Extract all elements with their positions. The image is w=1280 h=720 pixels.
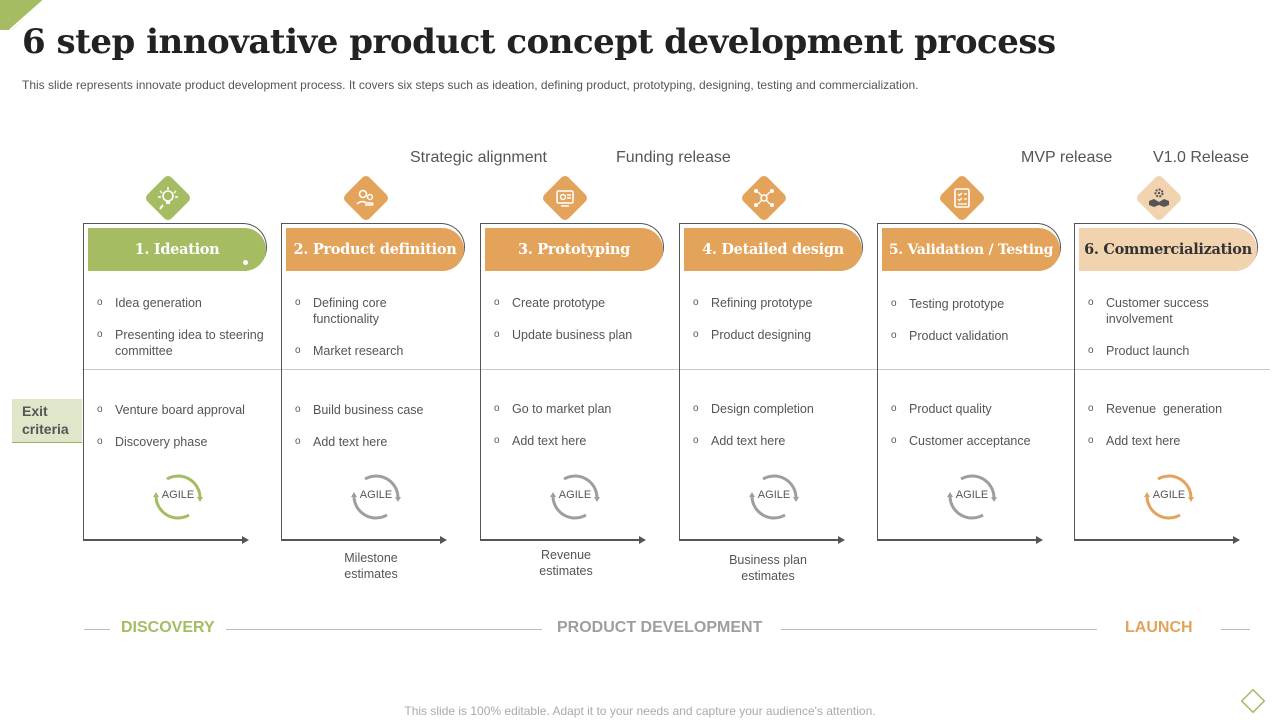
agile-label: AGILE: [1152, 489, 1186, 501]
phase-discovery: DISCOVERY: [121, 619, 215, 636]
milestone-label: Funding release: [616, 149, 731, 166]
idea-icon: [158, 187, 178, 210]
arrow: [877, 536, 1043, 544]
design-network-icon: [754, 189, 774, 207]
checklist-icon: [954, 188, 970, 208]
agile-cycle-icon: [749, 474, 799, 520]
phase-line: [226, 629, 542, 630]
agile-label: AGILE: [359, 489, 393, 501]
arrow: [679, 536, 845, 544]
step-banner: 3. Prototyping: [485, 228, 663, 271]
arrow: [83, 536, 249, 544]
page-title: 6 step innovative product concept develo…: [22, 22, 1056, 62]
agile-label: AGILE: [757, 489, 791, 501]
step-banner: 6. Commercialization: [1079, 228, 1257, 271]
prototype-icon: [556, 190, 574, 207]
page-subtitle: This slide represents innovate product d…: [22, 78, 919, 92]
phase-launch: LAUNCH: [1125, 619, 1193, 636]
step-banner: 1. Ideation: [88, 228, 266, 271]
agile-cycle-icon: [351, 474, 401, 520]
arrow: [281, 536, 447, 544]
phase-line: [1221, 629, 1250, 630]
agile-label: AGILE: [161, 489, 195, 501]
exit-criteria-label: Exit criteria: [12, 399, 82, 443]
step-note: Business plan estimates: [729, 553, 807, 583]
footer-note: This slide is 100% editable. Adapt it to…: [404, 704, 876, 718]
divider-line: [82, 369, 1270, 370]
agile-cycle-icon: [153, 474, 203, 520]
step-banner: 4. Detailed design: [684, 228, 862, 271]
hand-gears-icon: [356, 189, 374, 206]
step-note: Revenue estimates: [539, 548, 593, 578]
phase-line: [781, 629, 1097, 630]
milestone-label: Strategic alignment: [410, 149, 547, 166]
corner-decoration: [0, 0, 45, 30]
agile-cycle-icon: [550, 474, 600, 520]
step-banner: 5. Validation / Testing: [882, 228, 1060, 271]
corner-decoration: [1240, 688, 1266, 714]
milestone-label: MVP release: [1021, 149, 1113, 166]
arrow: [1074, 536, 1240, 544]
agile-cycle-icon: [947, 474, 997, 520]
phase-line: [84, 629, 110, 630]
phase-product-development: PRODUCT DEVELOPMENT: [557, 619, 763, 636]
agile-label: AGILE: [955, 489, 989, 501]
agile-cycle-icon: [1144, 474, 1194, 520]
step-note: Milestone estimates: [344, 551, 398, 581]
agile-label: AGILE: [558, 489, 592, 501]
milestone-label: V1.0 Release: [1153, 149, 1250, 166]
step-banner: 2. Product definition: [286, 228, 464, 271]
arrow: [480, 536, 646, 544]
handshake-gear-icon: [1149, 188, 1169, 207]
